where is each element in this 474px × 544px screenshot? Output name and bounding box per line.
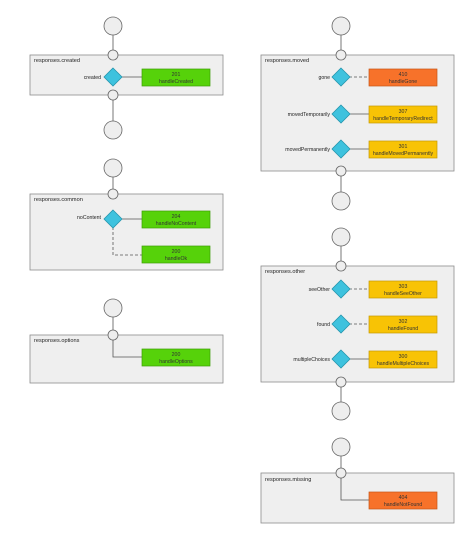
status-code: 302 bbox=[399, 319, 408, 325]
handler-box[interactable] bbox=[368, 280, 438, 299]
status-code: 303 bbox=[399, 284, 408, 290]
handler-name: handleSeeOther bbox=[384, 291, 422, 297]
handler-box[interactable] bbox=[368, 105, 438, 124]
status-code: 200 bbox=[172, 352, 181, 358]
decision-diamond[interactable] bbox=[331, 139, 351, 159]
decision-label: movedPermanently bbox=[285, 147, 330, 153]
handler-name: handleOk bbox=[165, 256, 188, 262]
status-code: 410 bbox=[399, 72, 408, 78]
decision-label: created bbox=[84, 75, 101, 81]
decision-label: found bbox=[317, 322, 330, 328]
start-node[interactable] bbox=[103, 158, 123, 178]
decision-label: movedTemporarily bbox=[288, 112, 331, 118]
decision-label: gone bbox=[318, 75, 330, 81]
status-code: 404 bbox=[399, 495, 408, 501]
start-node[interactable] bbox=[331, 437, 351, 457]
fallback-line bbox=[112, 227, 142, 256]
handler-name: handleNoContent bbox=[156, 221, 197, 227]
decision-diamond[interactable] bbox=[331, 67, 351, 87]
group-title: responses.other bbox=[265, 269, 305, 275]
start-node[interactable] bbox=[331, 227, 351, 247]
status-code: 204 bbox=[172, 214, 181, 220]
group-title: responses.moved bbox=[265, 58, 309, 64]
status-code: 201 bbox=[172, 72, 181, 78]
status-code: 300 bbox=[399, 354, 408, 360]
group-responses-options: responses.options 200 handleOptions bbox=[29, 298, 224, 384]
status-code: 301 bbox=[399, 144, 408, 150]
handler-box[interactable] bbox=[368, 491, 438, 510]
group-entry-port bbox=[107, 188, 119, 200]
handler-name: handleCreated bbox=[159, 79, 193, 85]
handler-name: handleFound bbox=[388, 326, 418, 332]
group-responses-other: responses.other seeOther 303 handleSeeOt… bbox=[260, 227, 455, 421]
group-entry-port bbox=[107, 329, 119, 341]
decision-label: multipleChoices bbox=[293, 357, 330, 363]
status-code: 200 bbox=[172, 249, 181, 255]
next-node[interactable] bbox=[331, 191, 351, 211]
handler-name: handleTemporaryRedirect bbox=[373, 116, 433, 122]
group-entry-port bbox=[107, 49, 119, 61]
group-exit-port bbox=[107, 89, 119, 101]
decision-label: seeOther bbox=[309, 287, 331, 293]
handler-name: handleMovedPermanently bbox=[373, 151, 434, 157]
next-node[interactable] bbox=[331, 401, 351, 421]
handler-box[interactable] bbox=[141, 348, 211, 367]
decision-diamond[interactable] bbox=[331, 314, 351, 334]
handler-name: handleGone bbox=[389, 79, 417, 85]
decision-diamond[interactable] bbox=[103, 209, 123, 229]
handler-box[interactable] bbox=[368, 140, 438, 159]
group-title: responses.options bbox=[34, 338, 80, 344]
group-title: responses.missing bbox=[265, 477, 311, 483]
handler-box[interactable] bbox=[368, 68, 438, 87]
group-entry-port bbox=[335, 467, 347, 479]
handler-box[interactable] bbox=[141, 68, 211, 87]
group-exit-port bbox=[335, 165, 347, 177]
next-node[interactable] bbox=[103, 120, 123, 140]
decision-diamond[interactable] bbox=[103, 67, 123, 87]
handler-box[interactable] bbox=[368, 315, 438, 334]
group-entry-port bbox=[335, 260, 347, 272]
start-node[interactable] bbox=[103, 16, 123, 36]
start-node[interactable] bbox=[331, 16, 351, 36]
handler-box[interactable] bbox=[141, 210, 211, 229]
group-responses-created: responses.created created 201 handleCrea… bbox=[29, 16, 224, 140]
decision-diamond[interactable] bbox=[331, 279, 351, 299]
decision-diamond[interactable] bbox=[331, 104, 351, 124]
handler-box[interactable] bbox=[141, 245, 211, 264]
group-responses-moved: responses.moved gone 410 handleGone move… bbox=[260, 16, 455, 211]
group-entry-port bbox=[335, 49, 347, 61]
flow-line bbox=[340, 478, 369, 501]
handler-name: handleNotFound bbox=[384, 502, 422, 508]
start-node[interactable] bbox=[103, 298, 123, 318]
flow-line bbox=[112, 340, 142, 358]
group-responses-common: responses.common noContent 204 handleNoC… bbox=[29, 158, 224, 271]
group-responses-missing: responses.missing 404 handleNotFound bbox=[260, 437, 455, 524]
group-title: responses.common bbox=[34, 197, 83, 203]
handler-name: handleMultipleChoices bbox=[377, 361, 430, 367]
decision-label: noContent bbox=[77, 215, 101, 221]
group-title: responses.created bbox=[34, 58, 80, 64]
status-code: 307 bbox=[399, 109, 408, 115]
group-exit-port bbox=[335, 376, 347, 388]
handler-name: handleOptions bbox=[159, 359, 193, 365]
handler-box[interactable] bbox=[368, 350, 438, 369]
decision-diamond[interactable] bbox=[331, 349, 351, 369]
